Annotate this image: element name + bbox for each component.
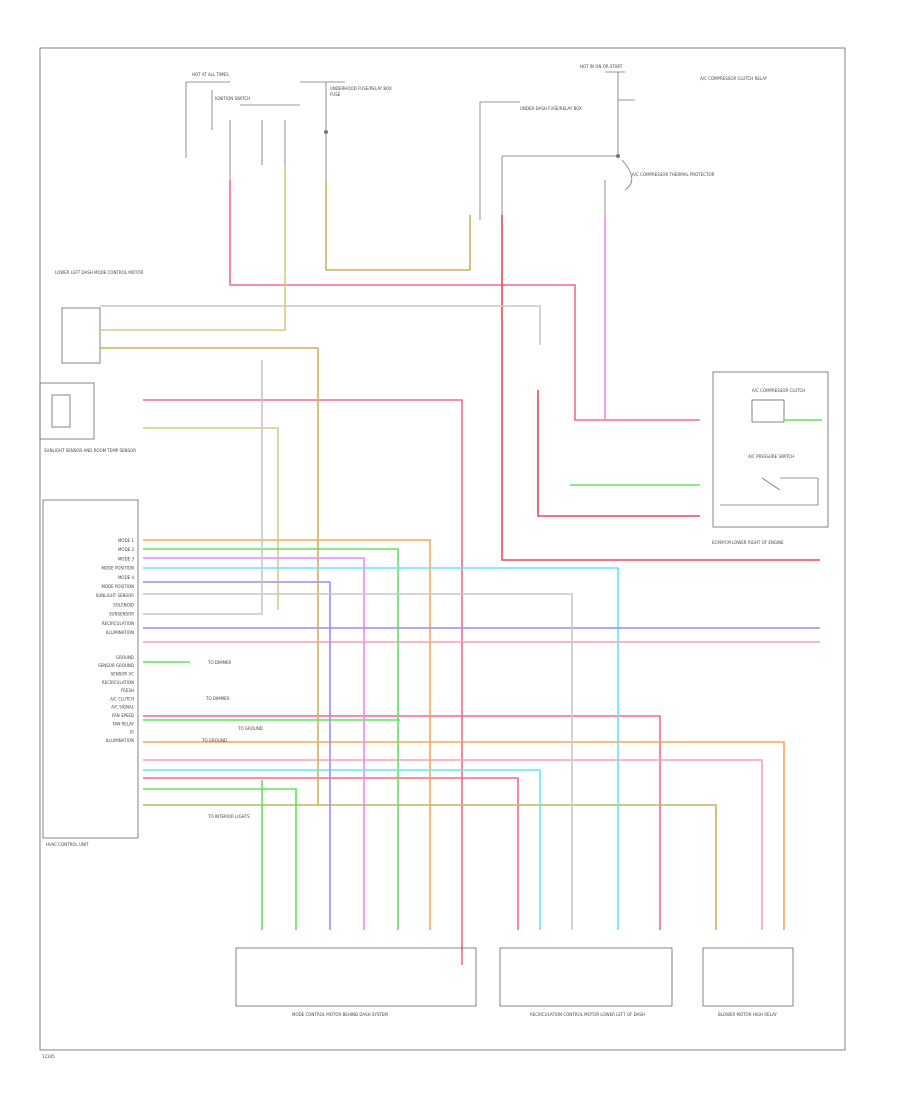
- wire-olive-tan: [143, 804, 717, 930]
- unit-pin-label: FAN SPEED: [112, 713, 134, 718]
- note-1: TO DIMMER: [207, 660, 232, 665]
- label-recirc-motor: RECIRCULATION CONTROL MOTOR LOWER LEFT O…: [530, 1012, 645, 1017]
- wire-pink: [143, 715, 661, 930]
- note-2: TO DIMMER: [205, 696, 230, 701]
- note-3: TO GROUND: [237, 726, 263, 731]
- sensor-block: SUNLIGHT SENSOR AND ROOM TEMP SENSOR: [39, 382, 136, 453]
- label-hot-at-all-times: HOT AT ALL TIMES: [192, 72, 229, 77]
- label-mode-motor: LOWER LEFT DASH MODE CONTROL MOTOR: [55, 270, 144, 275]
- wire-violet: [143, 581, 331, 930]
- label-blower-relay: BLOWER MOTOR HIGH RELAY: [718, 1012, 777, 1017]
- connector-mode-motor: [235, 947, 477, 1007]
- note-5: TO INTERIOR LIGHTS: [207, 814, 250, 819]
- wire-olive-tan: [100, 347, 319, 805]
- note-4: TO GROUND: [201, 738, 227, 743]
- label-fuse: FUSE: [330, 92, 341, 97]
- wire-gray: [143, 593, 573, 930]
- wire-tan: [100, 165, 286, 331]
- unit-pin-label: MODE 3: [118, 556, 134, 561]
- unit-pin-label: SENSOR GROUND: [98, 663, 134, 668]
- unit-pin-label: RECIRCULATION: [102, 680, 134, 685]
- wire-gray: [100, 305, 541, 345]
- connector-recirc-motor: [499, 947, 673, 1007]
- unit-pin-label: MODE 1: [118, 538, 134, 543]
- unit-pin-label: IG: [130, 730, 134, 735]
- wire-orange: [143, 539, 431, 930]
- label-mode-motor-bottom: MODE CONTROL MOTOR BEHIND DASH SYSTEM: [292, 1012, 388, 1017]
- wire-olive-tan: [325, 180, 471, 271]
- unit-pin-label: A/C CLUTCH: [110, 696, 134, 701]
- top-power-section: HOT AT ALL TIMES FUSE UNDERHOOD FUSE/REL…: [185, 64, 768, 220]
- unit-notes: TO DIMMER TO DIMMER TO GROUND TO GROUND …: [201, 660, 263, 819]
- label-underdash-box: UNDER-DASH FUSE/RELAY BOX: [520, 106, 582, 111]
- label-sensor: SUNLIGHT SENSOR AND ROOM TEMP SENSOR: [44, 448, 136, 453]
- connector-blower-relay: [702, 947, 794, 1007]
- wire-pink: [229, 180, 700, 421]
- wire-pink: [143, 777, 519, 930]
- label-ecm: ECM/PCM LOWER RIGHT OF ENGINE: [712, 540, 784, 545]
- unit-pin-label: MODE POSITION: [101, 584, 134, 589]
- label-ignition-switch: IGNITION SWITCH: [215, 96, 250, 101]
- label-hvac-unit: HVAC CONTROL UNIT: [46, 842, 89, 847]
- unit-pin-label: RECIRCULATION: [102, 621, 134, 626]
- wire-magenta: [143, 557, 365, 930]
- diagram-border: [39, 47, 846, 1051]
- unit-pin-label: MODE POSITION: [101, 566, 134, 571]
- label-thermal-protector: A/C COMPRESSOR THERMAL PROTECTOR: [632, 172, 715, 177]
- wire-gray: [143, 360, 263, 615]
- unit-pin-label: ILLUMINATION: [106, 630, 134, 635]
- label-compressor: A/C COMPRESSOR CLUTCH: [752, 388, 805, 393]
- label-relay: A/C COMPRESSOR CLUTCH RELAY: [700, 76, 768, 81]
- unit-pin-label: SENSOR VC: [111, 672, 135, 677]
- unit-pin-label: SUNLIGHT SENSOR: [96, 593, 134, 598]
- unit-pin-label: FAN RELAY: [113, 721, 135, 726]
- unit-pin-label: SOLENOID: [113, 602, 134, 607]
- unit-pin-label: MODE 4: [118, 575, 134, 580]
- wire-cyan: [143, 567, 619, 930]
- unit-pin-label: A/C SIGNAL: [111, 705, 135, 710]
- label-pressure-switch: A/C PRESSURE SWITCH: [748, 454, 794, 459]
- label-hot-in-on: HOT IN ON OR START: [580, 64, 623, 69]
- wire-green: [143, 548, 399, 930]
- bottom-connectors: MODE CONTROL MOTOR BEHIND DASH SYSTEM RE…: [235, 947, 794, 1017]
- compressor-block: A/C COMPRESSOR CLUTCH A/C PRESSURE SWITC…: [712, 371, 829, 545]
- unit-pin-label: GROUND: [116, 655, 134, 660]
- unit-pin-labels: MODE 1 MODE 2 MODE 3 MODE POSITION MODE 4 MOD…: [96, 538, 135, 743]
- wire-harness: [100, 165, 822, 965]
- wire-green: [143, 788, 297, 930]
- wire-red: [537, 390, 700, 517]
- wire-orange: [143, 741, 785, 930]
- unit-pin-label: SUNSENSOR: [109, 612, 134, 617]
- wire-pink: [143, 399, 463, 965]
- unit-pin-label: MODE 2: [118, 547, 134, 552]
- wire-light-pink: [143, 759, 763, 930]
- footer-ref: 12345: [42, 1054, 55, 1059]
- wire-cyan: [143, 769, 541, 930]
- unit-pin-label: ILLUMINATION: [106, 738, 134, 743]
- label-underhood-box: UNDERHOOD FUSE/RELAY BOX: [330, 86, 392, 91]
- mode-motor-block: LOWER LEFT DASH MODE CONTROL MOTOR: [55, 270, 144, 364]
- wire-red: [501, 215, 820, 561]
- unit-pin-label: FRESH: [121, 688, 134, 693]
